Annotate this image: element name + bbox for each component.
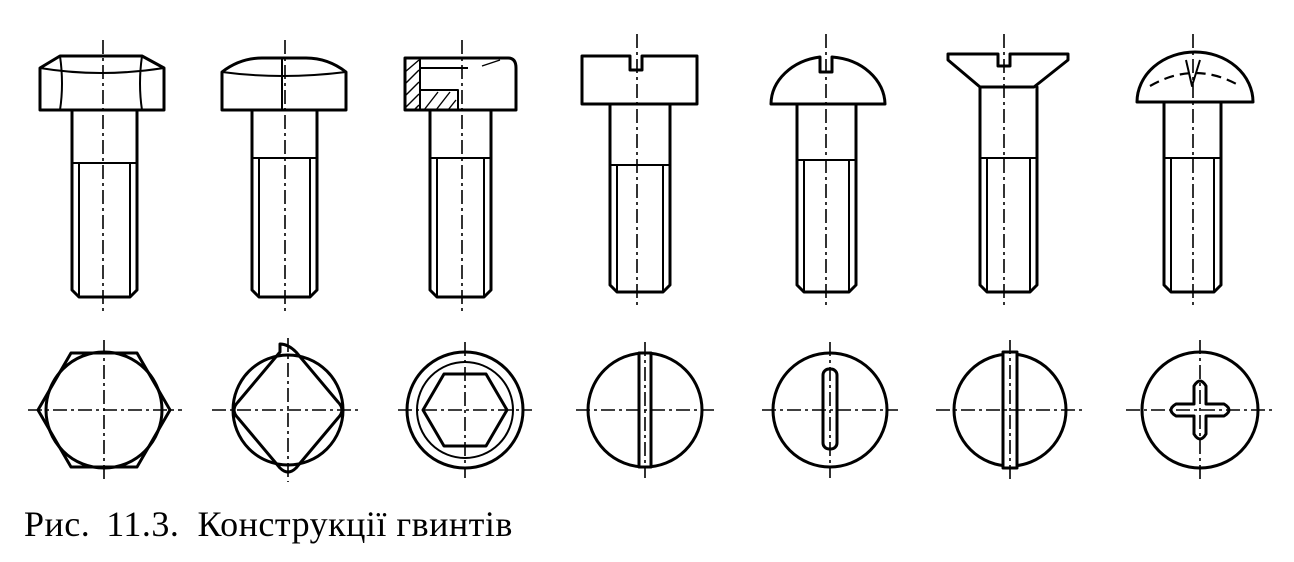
caption-title: Конструкції гвинтів	[197, 504, 513, 544]
hex-head-screw-side-view	[38, 40, 166, 312]
figure-caption: Рис. 11.3. Конструкції гвинтів	[24, 503, 513, 545]
round-head-cross-recess-screw-side-view	[1135, 34, 1255, 305]
round-head-slotted-screw-top-view	[762, 342, 898, 478]
caption-label: Рис.	[24, 504, 91, 544]
countersunk-slotted-screw-side-view	[946, 34, 1070, 305]
cheese-head-slotted-screw-top-view	[576, 342, 714, 478]
square-head-screw-top-view	[212, 338, 362, 482]
socket-head-screw-side-view	[403, 40, 518, 312]
cross-recess-screw-top-view	[1126, 340, 1276, 480]
hex-head-screw-top-view	[28, 340, 182, 480]
caption-number: 11.3.	[106, 504, 180, 544]
cheese-head-slotted-screw-side-view	[580, 34, 699, 305]
screw-designs-figure	[28, 34, 1276, 482]
socket-head-screw-top-view	[398, 342, 532, 478]
square-head-screw-side-view	[220, 40, 348, 312]
round-head-slotted-screw-side-view	[769, 34, 887, 305]
countersunk-slotted-screw-top-view	[936, 340, 1086, 480]
